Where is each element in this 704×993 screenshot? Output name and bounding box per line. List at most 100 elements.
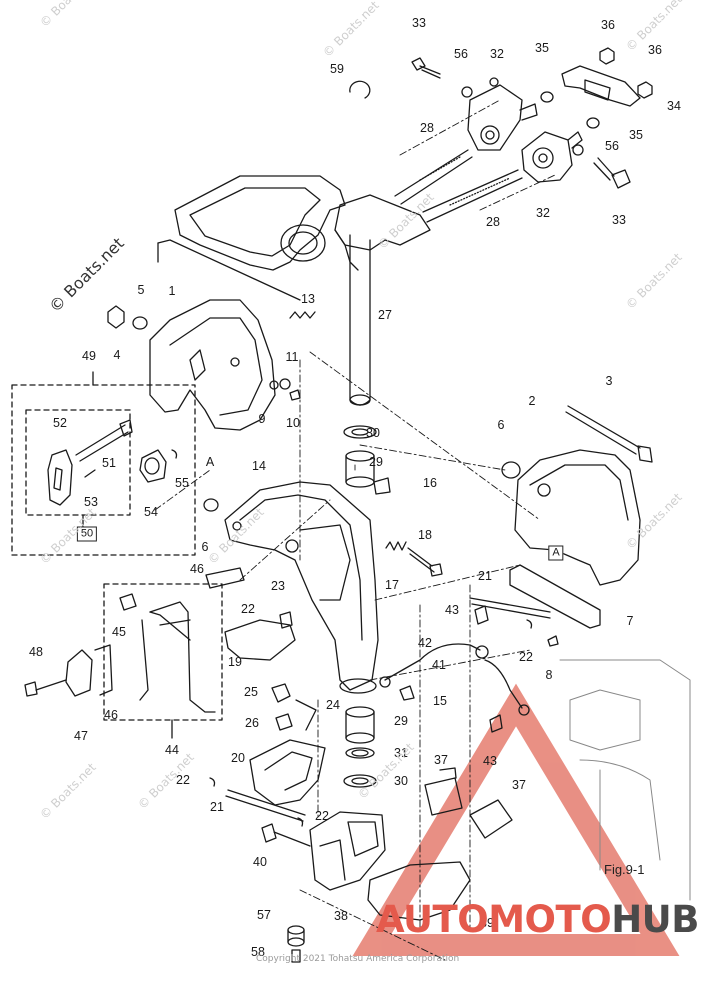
part-number-label-48: 48 [29, 644, 43, 659]
part-number-label-53: 53 [84, 494, 98, 509]
part-number-label-13: 13 [301, 291, 315, 306]
part-number-label-36: 36 [601, 17, 615, 32]
screw-10 [289, 389, 301, 401]
part-number-label-22: 22 [241, 601, 255, 616]
plate-47 [65, 649, 93, 697]
part-number-label-26: 26 [245, 715, 259, 730]
washer-30-bottom [343, 774, 377, 788]
part-number-label-43: 43 [445, 602, 459, 617]
washer-9 [269, 380, 279, 390]
link-26 [275, 713, 293, 731]
bolt-48 [24, 681, 38, 697]
part-number-label-25: 25 [244, 684, 258, 699]
part-number-label-31: 31 [394, 745, 408, 760]
part-number-label-54: 54 [144, 504, 158, 519]
part-number-label-32: 32 [490, 46, 504, 61]
part-number-label-28: 28 [420, 120, 434, 135]
mount-32-lower [521, 131, 583, 183]
part-number-label-29: 29 [394, 713, 408, 728]
part-number-label-22: 22 [315, 808, 329, 823]
part-number-label-49: 49 [82, 348, 96, 363]
part-number-label-44: 44 [165, 742, 179, 757]
part-number-label-42: 42 [418, 635, 432, 650]
nut-36-a [599, 47, 615, 65]
part-number-label-9: 9 [258, 411, 266, 426]
bolt-33-top [411, 57, 441, 79]
part-number-label-21: 21 [210, 799, 224, 814]
rod-21-upper [469, 597, 551, 619]
holder-38 [309, 811, 386, 891]
part-number-label-40: 40 [253, 854, 267, 869]
part-number-label-2: 2 [528, 393, 536, 408]
bolt-43-top [474, 605, 489, 625]
part-number-label-38: 38 [334, 908, 348, 923]
bolt-40 [261, 823, 277, 843]
part-number-label-39: 39 [480, 915, 494, 930]
rod-21-lower [225, 789, 306, 822]
bolt-15 [399, 685, 415, 701]
washer-35-b [586, 117, 600, 129]
part-number-label-33: 33 [412, 15, 426, 30]
clip-22-right [526, 619, 533, 629]
clamp-bracket-2 [514, 449, 641, 586]
part-number-label-35: 35 [629, 127, 643, 142]
clip-55 [171, 449, 178, 459]
part-number-label-30: 30 [366, 425, 380, 440]
part-number-label-3: 3 [605, 373, 613, 388]
stud-28-lower [422, 169, 523, 223]
washer-5 [132, 316, 148, 330]
part-number-label-22: 22 [176, 772, 190, 787]
part-number-label-5: 5 [137, 282, 145, 297]
clip-46-upper [205, 567, 245, 589]
part-number-label-46: 46 [190, 561, 204, 576]
bolt-51 [75, 419, 133, 462]
part-number-label-28: 28 [486, 214, 500, 229]
washer-6-right [501, 461, 521, 479]
steering-handle [174, 175, 431, 271]
part-number-label-17: 17 [385, 577, 399, 592]
part-number-label-45: 45 [112, 624, 126, 639]
mount-32-upper [467, 77, 538, 151]
part-number-label-14: 14 [252, 458, 266, 473]
block-37-lower [469, 799, 513, 839]
washer-11 [279, 378, 291, 390]
brand-part-3: HUB [611, 898, 699, 941]
nut-36-b [637, 81, 653, 99]
tilt-lever-20 [249, 739, 326, 806]
ground-cable-41 [379, 643, 530, 716]
part-number-label-21: 21 [478, 568, 492, 583]
stud-28-upper [394, 149, 473, 205]
part-number-label-57: 57 [257, 907, 271, 922]
part-number-label-8: 8 [545, 667, 553, 682]
bolt-58 [291, 949, 301, 963]
knob-45 [119, 593, 137, 611]
group-box-50 [25, 409, 131, 516]
washer-31 [345, 747, 375, 759]
brand-part-2: MOTO [488, 898, 612, 941]
part-number-label-56: 56 [454, 46, 468, 61]
part-number-label-52: 52 [53, 415, 67, 430]
part-number-label-51: 51 [102, 455, 116, 470]
part-23 [279, 611, 293, 629]
washer-56-b [572, 144, 584, 156]
part-number-label-30: 30 [394, 773, 408, 788]
washer-6-left [203, 498, 219, 512]
part-number-label-19: 19 [228, 654, 242, 669]
part-number-label-37: 37 [512, 777, 526, 792]
washer-56-a [461, 86, 473, 98]
part-number-label-47: 47 [74, 728, 88, 743]
brand-wordmark: AUTOMOTOHUB [376, 898, 699, 941]
bolt-43-bottom [489, 714, 503, 733]
part-number-label-29: 29 [369, 454, 383, 469]
brand-part-1: AUTO [376, 898, 489, 941]
group-box-49 [11, 384, 196, 556]
pad-39 [367, 861, 471, 921]
spring-24 [295, 699, 317, 731]
bracket-34 [561, 65, 641, 107]
part-number-label-15: 15 [433, 693, 447, 708]
pad-16 [373, 477, 391, 495]
figure-label: Fig.9-1 [604, 862, 645, 877]
part-number-label-6: 6 [201, 539, 209, 554]
copyright: Copyright 2021 Tohatsu America Corporati… [256, 954, 460, 964]
